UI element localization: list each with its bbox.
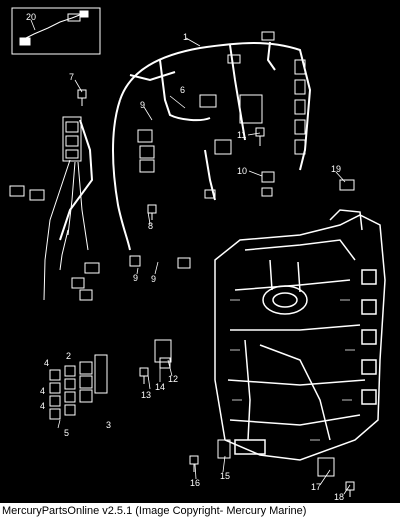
callout-14: 14	[155, 382, 165, 392]
callout-5: 5	[64, 428, 69, 438]
leader-lines	[30, 19, 351, 495]
callout-9b: 9	[133, 273, 138, 283]
small-hardware	[77, 89, 355, 497]
callout-3: 3	[106, 420, 111, 430]
callout-1: 1	[183, 32, 188, 42]
left-connector-bundle	[9, 116, 100, 301]
copyright-caption: MercuryPartsOnline v2.5.1 (Image Copyrig…	[0, 503, 400, 519]
callout-4c: 4	[40, 401, 45, 411]
inset-box-part-20	[11, 7, 101, 55]
callout-10: 10	[237, 166, 247, 176]
engine-block-hatching	[230, 299, 355, 441]
engine-block	[214, 209, 386, 461]
callout-8: 8	[148, 221, 153, 231]
callout-17: 17	[311, 482, 321, 492]
callout-19: 19	[331, 164, 341, 174]
callout-4b: 4	[40, 386, 45, 396]
harness-connectors	[129, 31, 306, 269]
callout-12: 12	[168, 374, 178, 384]
callout-13: 13	[141, 390, 151, 400]
callout-16: 16	[190, 478, 200, 488]
callout-9a: 9	[140, 100, 145, 110]
callout-7: 7	[69, 72, 74, 82]
callout-18: 18	[334, 492, 344, 502]
callout-20: 20	[26, 12, 36, 22]
connector-group-parts-2-5	[49, 354, 108, 420]
callout-9c: 9	[151, 274, 156, 284]
callout-2: 2	[66, 351, 71, 361]
callout-11: 11	[237, 130, 246, 140]
callout-15: 15	[220, 471, 230, 481]
callout-6: 6	[180, 85, 185, 95]
callout-4a: 4	[44, 358, 49, 368]
